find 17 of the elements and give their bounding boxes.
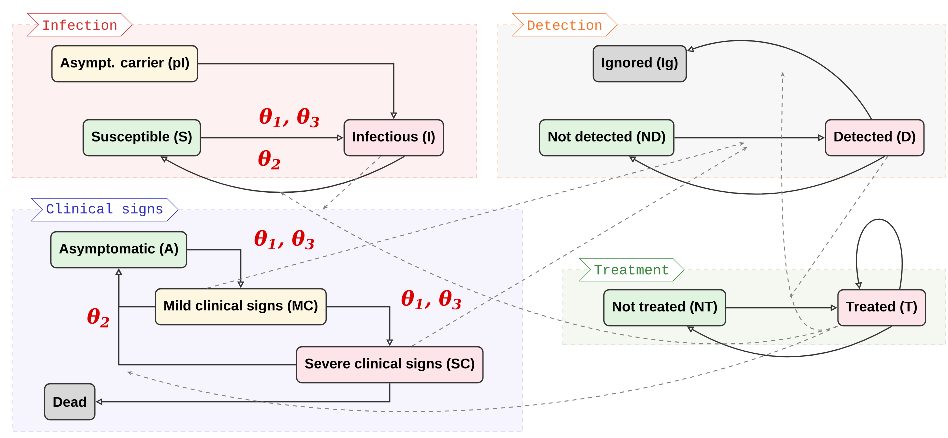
state-box: Ignored (Ig) (592, 45, 688, 83)
edge-label: θ$_{2}$ (256, 149, 284, 171)
state-box: Infectious (I) (344, 119, 444, 157)
state-box: Asympt. carrier (pI) (52, 45, 198, 83)
state-box: Not treated (NT) (604, 289, 726, 327)
state-box: Dead (44, 383, 96, 421)
state-box: Asymptomatic (A) (50, 231, 188, 269)
state-box: Not detected (ND) (539, 119, 675, 157)
edge-label: θ$_{1}$, θ$_{3}$ (400, 288, 464, 312)
state-box: Severe clinical signs (SC) (296, 346, 484, 384)
edge-label: θ$_{1}$, θ$_{3}$ (252, 228, 318, 252)
edge-label: θ$_{2}$ (86, 307, 112, 329)
state-box: Mild clinical signs (MC) (155, 288, 328, 326)
state-box: Treated (T) (838, 289, 926, 327)
state-box: Detected (D) (825, 119, 925, 157)
edge-label: θ$_{1}$, θ$_{3}$ (258, 106, 322, 130)
state-box: Susceptible (S) (82, 119, 202, 157)
